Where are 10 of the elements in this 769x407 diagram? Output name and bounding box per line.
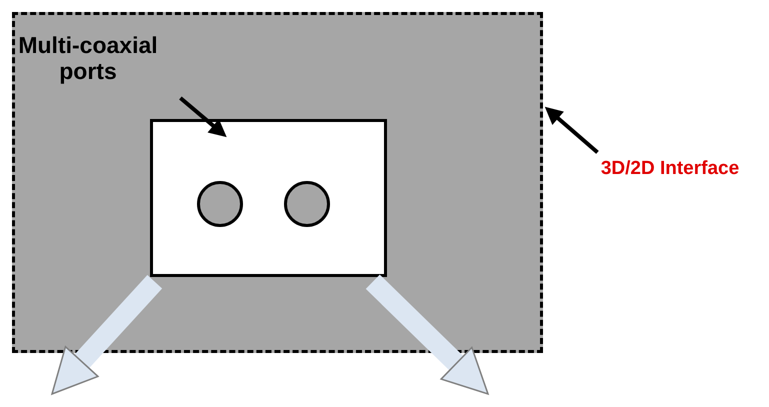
port-circle [284,181,330,227]
port-circle [197,181,243,227]
port-label: Multi-coaxial ports [18,32,158,98]
interface-region [12,12,543,353]
leader-arrow [545,106,599,154]
port-panel [150,119,387,277]
block-arrow [366,274,489,395]
interface-label: 3D/2D Interface [572,158,768,186]
block-arrow [51,275,162,395]
leader-arrow [179,96,226,137]
